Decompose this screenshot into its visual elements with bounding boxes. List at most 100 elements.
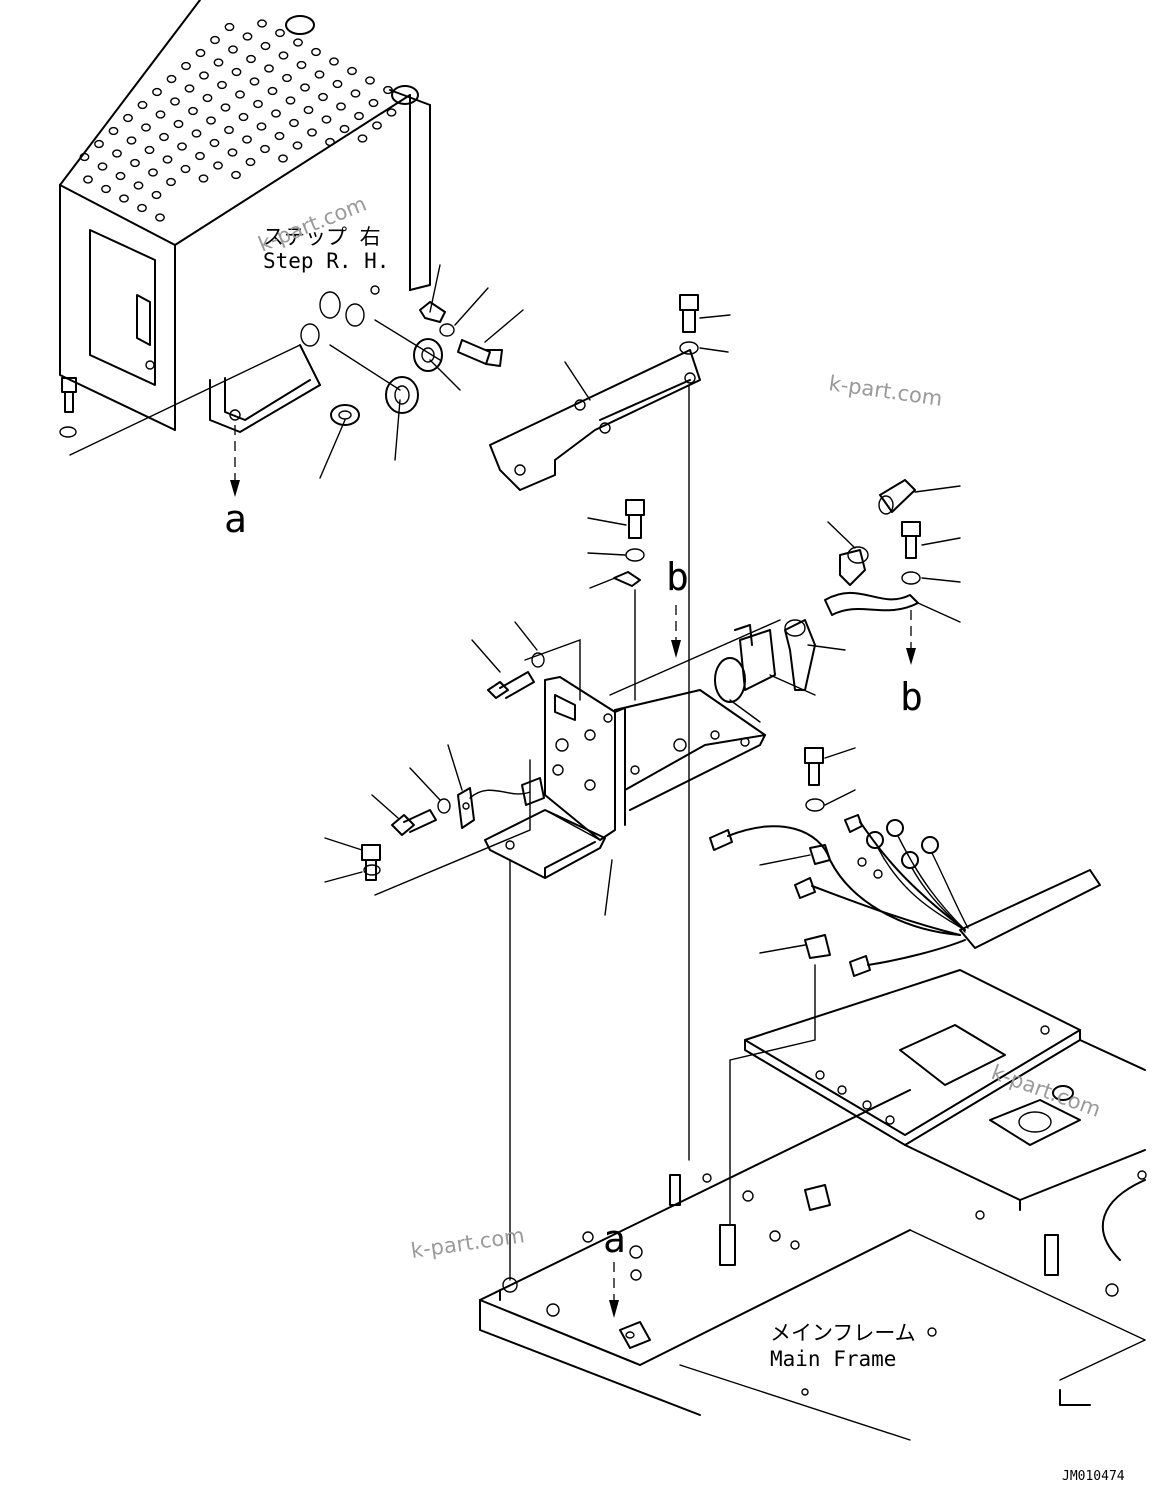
vent-hole [354,111,364,121]
vent-hole [126,136,137,145]
vent-hole [112,149,122,158]
upper-bracket [489,294,731,1161]
vent-hole [224,125,234,135]
vent-hole [249,77,260,86]
vent-hole [173,119,184,129]
vent-hole [137,100,148,110]
vent-hole [195,151,205,161]
ref-letter-a-top: a [224,497,247,541]
vent-hole [293,38,303,47]
vent-hole [253,99,263,109]
vent-hole [181,61,191,71]
ref-arrow-b-mid [671,605,681,658]
vent-hole [282,73,292,83]
vent-hole [289,118,299,128]
vent-hole [224,22,235,32]
vent-hole [144,145,155,155]
vent-hole [347,66,357,76]
vent-hole [314,70,325,79]
vent-hole [246,54,256,64]
vent-hole [274,131,285,141]
vent-hole [285,96,296,105]
vent-hole [242,32,253,41]
vent-hole [123,113,133,123]
vent-hole [325,137,335,147]
ref-arrow-b-right [906,610,916,665]
vent-hole [267,86,278,96]
vent-hole [119,194,129,203]
vent-hole [141,123,151,132]
vent-hole [278,154,288,163]
vent-hole [386,108,397,117]
relay-assembly [609,479,961,723]
wire-harness [709,747,1101,1226]
vent-hole [180,164,191,174]
vent-hole [199,71,209,80]
main-frame-label-jp: メインフレーム [770,1321,916,1345]
vent-hole [115,171,126,181]
ref-letter-b-right: b [900,675,923,719]
vent-hole [97,162,108,171]
vent-hole [300,83,310,92]
vent-hole [303,105,314,115]
vent-hole [238,112,249,122]
vent-hole [191,129,202,138]
main-l-bracket [484,676,766,916]
vent-hole [217,80,227,90]
vent-hole [321,115,332,124]
vent-hole [159,132,169,142]
vent-hole [94,139,104,149]
vent-hole [195,48,206,58]
ref-letter-a-bottom: a [603,1217,626,1261]
vent-hole [220,103,231,112]
vent-hole [210,35,220,45]
vent-hole [235,90,245,99]
vent-hole [162,155,173,164]
vent-hole [332,79,343,89]
main-frame-label-en: Main Frame [770,1347,896,1371]
vent-hole [271,109,281,118]
vent-hole [184,84,195,93]
vent-hole [245,157,256,167]
vent-hole [170,97,180,106]
vent-hole [292,141,303,150]
step-rh-housing [59,0,431,433]
ref-arrow-a-top [230,425,240,497]
vent-hole [213,161,223,170]
vent-hole [278,51,289,60]
vent-hole [151,190,162,200]
watermark-bottom-left: k-part.com [409,1223,526,1263]
vent-hole [228,45,238,54]
vent-hole [177,142,187,151]
vent-hole [231,67,242,77]
vent-hole [383,85,393,95]
vent-hole [264,64,274,73]
step-label-en: Step R. H. [263,249,389,273]
vent-hole [227,148,238,157]
vent-hole [213,58,224,67]
vent-hole [101,184,111,194]
watermark-bottom-right: k-part.com [988,1060,1104,1122]
vent-hole [307,128,317,137]
vent-hole [148,168,158,177]
drawing-code: JM010474 [1062,1469,1125,1484]
vent-hole [155,213,165,222]
vent-hole [152,87,162,97]
vent-hole [231,170,241,180]
vent-hole [260,144,270,154]
vent-hole [108,126,119,136]
vent-hole [202,93,213,103]
vent-hole [130,158,140,168]
vent-hole [206,116,216,125]
vent-hole [275,28,285,38]
vent-hole [155,110,166,119]
main-frame [479,859,1147,1441]
vent-hole [296,60,307,70]
step-fasteners [59,264,524,479]
vent-hole [372,121,382,130]
vent-hole [166,74,177,84]
vent-hole [137,203,147,213]
vent-hole [209,138,220,148]
middle-bolts [587,499,645,701]
